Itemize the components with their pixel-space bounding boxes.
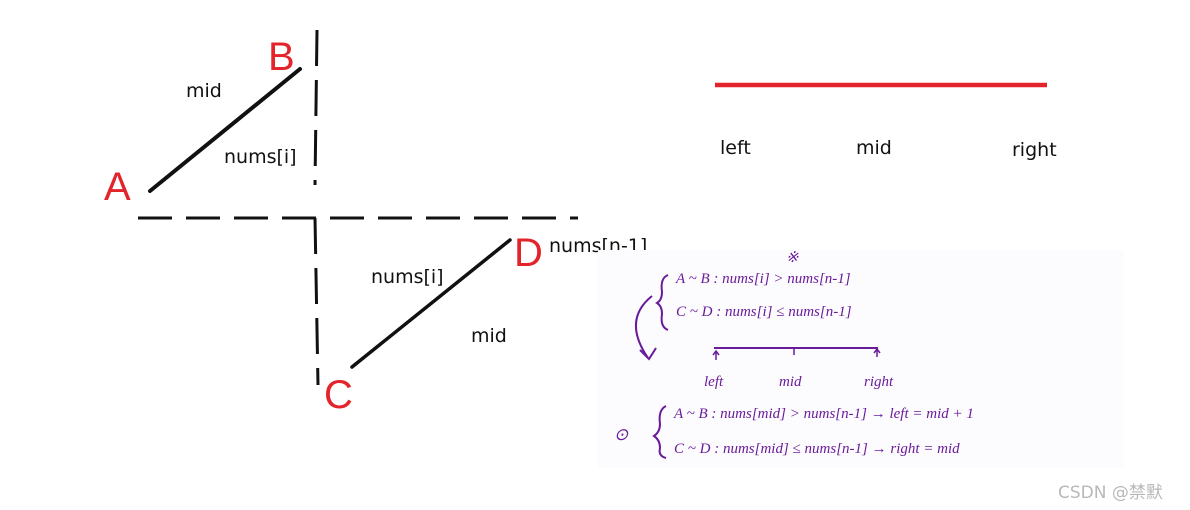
notes-line-1: A ~ B : nums[i] > nums[n-1] [675,271,851,287]
range-right-label: right [1012,139,1057,161]
notes-panel [598,250,1124,468]
label-mid-bottom: mid [471,325,507,347]
point-a-label: A [104,165,131,209]
notes-marker: ⊙ [614,425,629,444]
notes-mini-mid: mid [779,374,802,390]
axis-vertical-top [313,29,319,186]
point-d-label: D [514,231,543,275]
notes-arrow [634,295,657,361]
notes-mini-right: right [864,374,894,390]
segment-c-d [350,238,512,369]
label-mid-top: mid [186,80,222,102]
range-left-label: left [720,137,751,159]
notes-brace-top [655,274,669,331]
notes-mini-left: left [704,374,724,390]
notes-line-3: A ~ B : nums[mid] > nums[n-1] → left = m… [673,406,974,422]
range-mid-label: mid [856,137,892,159]
axis-vertical-bottom [313,217,320,386]
notes-line-4: C ~ D : nums[mid] ≤ nums[n-1] → right = … [674,441,960,457]
label-nums-i-bottom: nums[i] [371,266,444,288]
watermark: CSDN @禁默 [1058,483,1163,503]
notes-line-2: C ~ D : nums[i] ≤ nums[n-1] [676,304,852,320]
notes-star: ※ [786,250,799,266]
label-nums-i-top: nums[i] [224,146,297,168]
point-b-label: B [268,35,295,79]
point-c-label: C [324,373,353,417]
notes-mini-ticks [712,347,881,360]
segment-a-b [148,67,302,193]
notes-brace-bottom [652,405,667,459]
